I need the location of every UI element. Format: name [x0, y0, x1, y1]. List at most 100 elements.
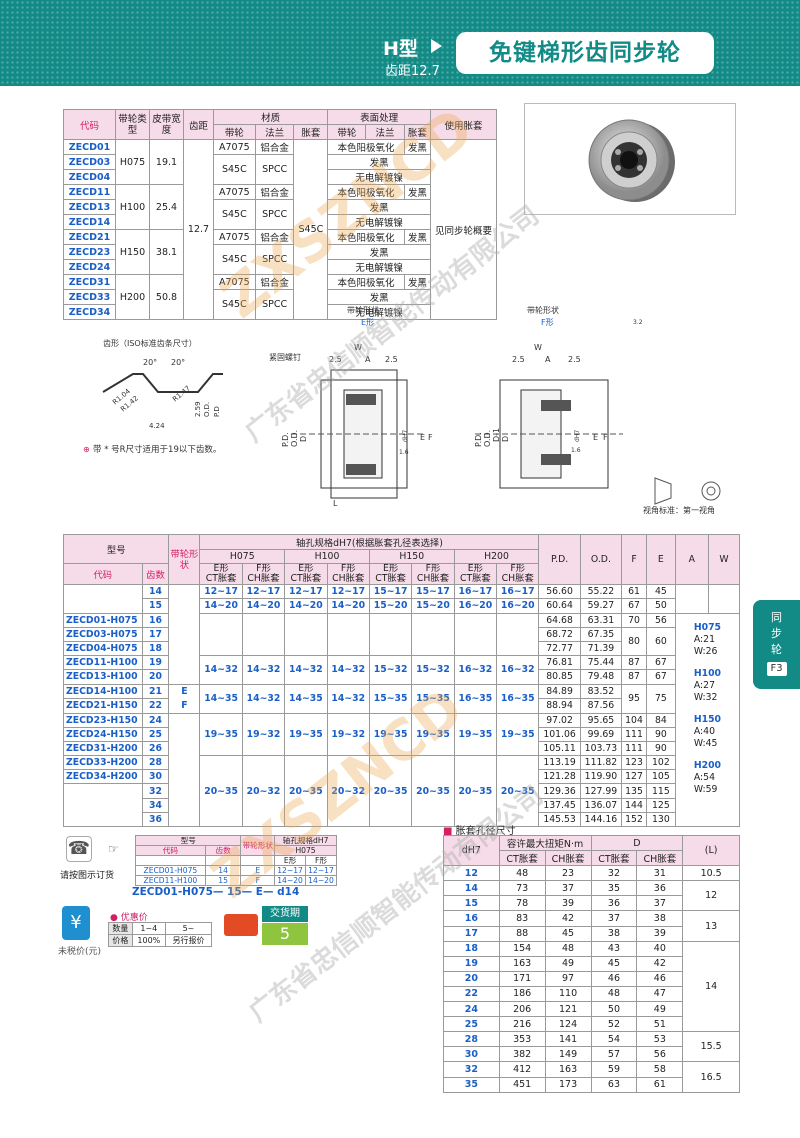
svg-text:P.D.: P.D. — [474, 432, 483, 447]
svg-text:2.5: 2.5 — [568, 355, 581, 364]
f-shape-label: F形 — [541, 318, 554, 327]
model-code: ZECD34-H200 — [63, 769, 143, 785]
svg-text:dH7: dH7 — [574, 430, 581, 442]
model-code: ZECD03-H075 — [63, 626, 143, 642]
product-photo — [524, 103, 736, 215]
f-shape-title: 带轮形状 — [527, 305, 559, 315]
svg-text:20°: 20° — [143, 358, 157, 367]
svg-text:D: D — [299, 436, 308, 442]
series-title: H型 — [383, 38, 418, 60]
side-index-tab: 同步轮 F3 — [753, 600, 800, 689]
svg-text:E: E — [593, 433, 598, 442]
svg-text:F: F — [428, 433, 433, 442]
svg-text:1.6: 1.6 — [399, 449, 409, 456]
set-screw-label: 紧固螺钉 — [269, 352, 301, 362]
price-tag-icon: ¥ — [62, 906, 90, 940]
svg-text:⊕: ⊕ — [83, 445, 90, 454]
model-code: ZECD01-H075 — [63, 612, 143, 628]
svg-text:P.D.: P.D. — [281, 432, 290, 447]
svg-text:D: D — [501, 436, 510, 442]
phone-icon: ☎ — [66, 836, 92, 862]
r-size-note: 带 * 号R尺寸适用于19以下齿数。 — [93, 444, 221, 455]
dimension-drawings: 带轮形状 E形 带轮形状 F形 3.2 齿形（ISO标准齿条尺寸） 20° 20°… — [63, 302, 740, 516]
svg-text:F: F — [603, 433, 608, 442]
svg-text:W: W — [354, 343, 362, 352]
delivery-days: 5 — [262, 923, 308, 945]
model-code: ZECD11-H100 — [63, 655, 143, 671]
svg-text:2.5: 2.5 — [329, 355, 342, 364]
model-code: ZECD04-H075 — [63, 640, 143, 657]
svg-text:dH7: dH7 — [402, 430, 409, 442]
model-code: ZECD13-H100 — [63, 669, 143, 685]
sleeve-title: ■ 胀套孔径尺寸 — [443, 826, 516, 837]
svg-text:D-1: D-1 — [492, 428, 501, 442]
svg-text:P.D: P.D — [213, 406, 221, 417]
svg-text:O.D.: O.D. — [483, 430, 492, 447]
tooth-profile-title: 齿形（ISO标准齿条尺寸） — [103, 338, 197, 348]
svg-text:4.24: 4.24 — [149, 422, 165, 430]
delivery-label: 交货期 — [262, 906, 308, 922]
roughness-mark: 3.2 — [633, 319, 643, 326]
model-code: ZECD31-H200 — [63, 740, 143, 757]
svg-text:E: E — [420, 433, 425, 442]
e-shape-label: E形 — [361, 318, 374, 327]
e-shape-title: 带轮形状 — [347, 305, 379, 315]
svg-text:O.D.: O.D. — [290, 430, 299, 447]
svg-text:2.5: 2.5 — [385, 355, 398, 364]
pointing-hand-icon: ☞ — [108, 842, 119, 856]
svg-text:O.D.: O.D. — [203, 402, 211, 417]
svg-text:2.59: 2.59 — [194, 401, 202, 417]
model-code: ZECD23-H150 — [63, 712, 143, 728]
price-title: ● 优惠价 — [110, 913, 148, 923]
svg-text:1.6: 1.6 — [571, 447, 581, 454]
order-example-code: ZECD01-H075— 15— E— d14 — [132, 886, 300, 898]
page-title: 免键梯形齿同步轮 — [456, 32, 714, 74]
svg-text:W: W — [534, 343, 542, 352]
model-code: ZECD33-H200 — [63, 755, 143, 771]
svg-text:2.5: 2.5 — [512, 355, 525, 364]
view-standard-label: 视角标准：第一视角 — [643, 505, 715, 515]
svg-text:L: L — [333, 499, 338, 508]
svg-text:20°: 20° — [171, 358, 185, 367]
svg-text:A: A — [545, 355, 551, 364]
order-label: 请按图示订货 — [60, 871, 115, 881]
tax-note: 未税价(元) — [58, 947, 102, 957]
header-banner: H型 齿距12.7 免键梯形齿同步轮 — [0, 0, 800, 86]
spec-table: 代码 带轮类型 皮带宽度 齿距 材质 表面处理 使用胀套 带轮法兰胀套 带轮法兰… — [63, 109, 497, 320]
svg-text:R1.47: R1.47 — [171, 384, 192, 403]
pitch-label: 齿距12.7 — [385, 64, 440, 79]
delivery-truck-icon — [224, 914, 258, 936]
model-code: ZECD24-H150 — [63, 726, 143, 742]
model-code: ZECD14-H100 — [63, 683, 143, 699]
arrow-icon — [431, 39, 442, 53]
